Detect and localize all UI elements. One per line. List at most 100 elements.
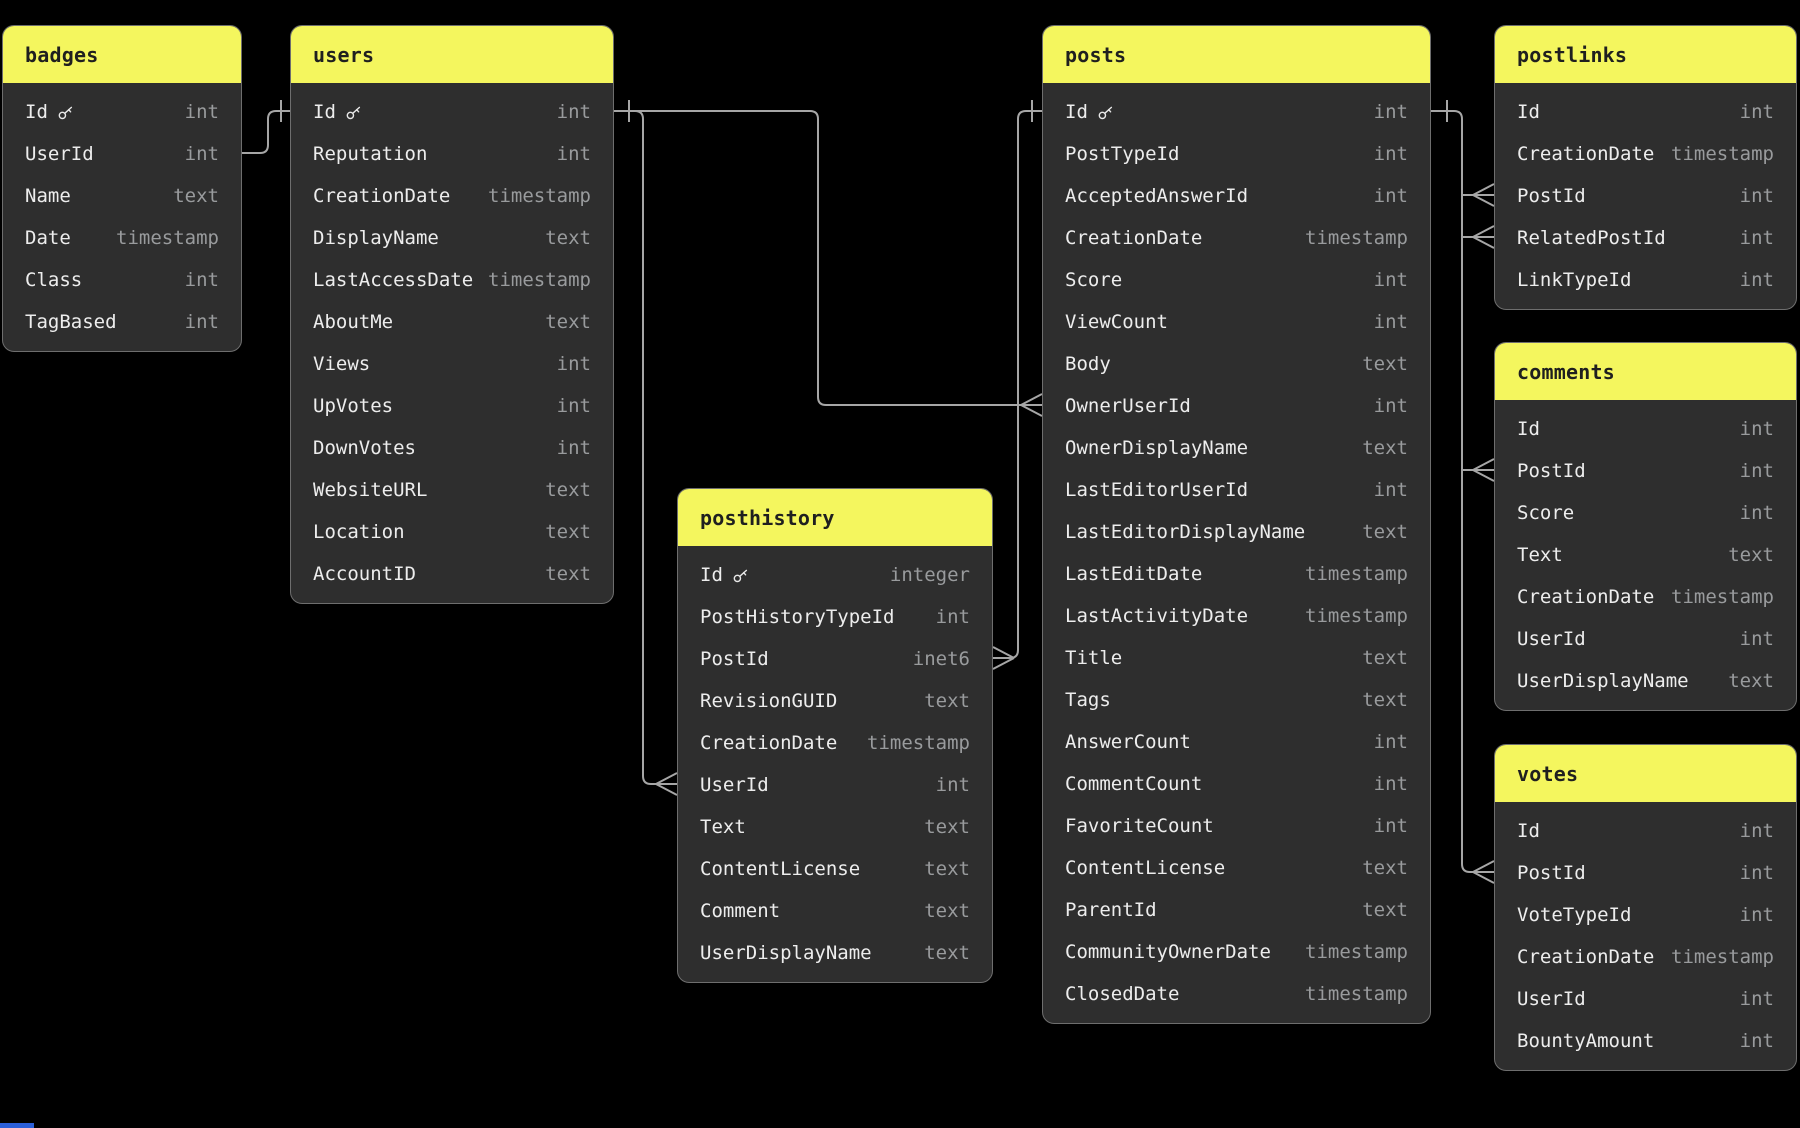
field-type: int — [1739, 988, 1774, 1010]
relationship-line[interactable] — [614, 110, 677, 785]
relationship-users-posthistory[interactable] — [614, 100, 678, 796]
relationship-line[interactable] — [993, 110, 1042, 659]
field-type: int — [1373, 269, 1408, 291]
table-header-posthistory[interactable]: posthistory — [678, 489, 992, 546]
field-name: AcceptedAnswerId — [1065, 185, 1249, 207]
table-header-postlinks[interactable]: postlinks — [1495, 26, 1796, 83]
relationship-users-badges[interactable] — [242, 100, 290, 154]
field-type: int — [1739, 418, 1774, 440]
relationship-line[interactable] — [1431, 110, 1494, 873]
table-header-posts[interactable]: posts — [1043, 26, 1430, 83]
table-header-badges[interactable]: badges — [3, 26, 241, 83]
relationship-line[interactable] — [614, 110, 1042, 406]
field-name: AccountID — [313, 563, 416, 585]
field-name: PostId — [1517, 185, 1586, 207]
relationship-users-posts[interactable] — [614, 100, 1043, 417]
table-header-votes[interactable]: votes — [1495, 745, 1796, 802]
table-header-users[interactable]: users — [291, 26, 613, 83]
relationship-line[interactable] — [242, 110, 290, 154]
table-header-comments[interactable]: comments — [1495, 343, 1796, 400]
relationship-posts-postlinks-comments-votes[interactable] — [1431, 100, 1495, 884]
relationship-posts-posthistory[interactable] — [992, 100, 1042, 670]
